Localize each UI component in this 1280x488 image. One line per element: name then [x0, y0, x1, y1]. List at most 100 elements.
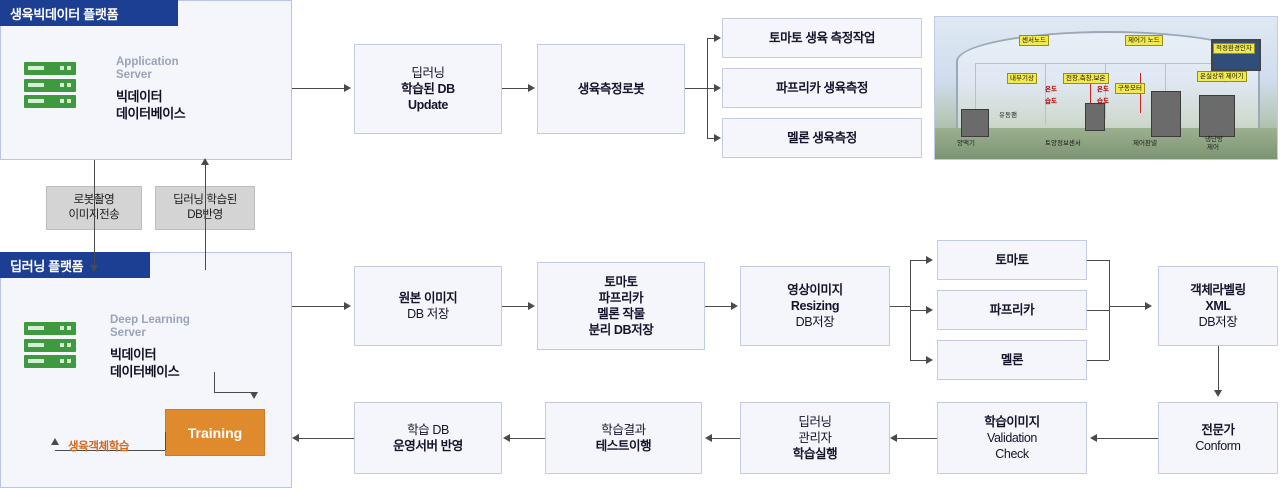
xml-to-expert-arrow [1214, 390, 1222, 397]
db-update-line-2: Update [408, 98, 448, 112]
photo-label-humidity-2: 습도 [1097, 97, 1109, 105]
growth-server-name-line1: 빅데이터 [116, 89, 163, 104]
db-update-to-robot-line [502, 88, 528, 90]
expert-to-validation-line [1097, 438, 1158, 440]
growth-robot-box[interactable]: 생육측정로봇 [537, 44, 685, 134]
resizing-branch-to-paprika-arrow [926, 306, 933, 314]
crop-to-resizing-line [705, 306, 731, 308]
xml-line-1: XML [1205, 299, 1231, 313]
train-db-deploy-box[interactable]: 학습 DB 운영서버 반영 [354, 402, 502, 474]
deep-platform-title: 딥러닝 플랫폼 [0, 252, 150, 278]
robot-branch-to-tomato-arrow [714, 34, 721, 42]
melon-line-0: 멜론 [1000, 353, 1024, 367]
original-image-db-box[interactable]: 원본 이미지 DB 저장 [354, 266, 502, 346]
deploy-line-0: 학습 DB [407, 423, 449, 437]
paprika-measure-line-0: 파프리카 생육측정 [776, 81, 868, 95]
training-image-validation-box[interactable]: 학습이미지 Validation Check [937, 402, 1087, 474]
tomato-measure-box[interactable]: 토마토 생육 측정작업 [722, 18, 922, 58]
original-image-db-line-0: 원본 이미지 [398, 291, 458, 305]
deep-server-name-line1: 빅데이터 [110, 347, 157, 362]
growth-panel-to-db-update-arrow [344, 84, 351, 92]
photo-label-temp-1: 온도 [1045, 85, 1057, 93]
test-line-0: 학습결과 [601, 423, 646, 437]
growth-object-learning-label: 생육객체학습 [68, 441, 130, 453]
deep-server-label-line1: Deep Learning [110, 314, 190, 326]
image-resizing-box[interactable]: 영상이미지 Resizing DB저장 [740, 266, 890, 346]
growth-to-deep-arrowhead [90, 265, 98, 272]
original-image-db-line-1: DB 저장 [407, 307, 449, 321]
validation-to-train-arrow [890, 434, 897, 442]
robot-branch-to-melon-arrow [714, 134, 721, 142]
resizing-branch-to-tomato-arrow [926, 256, 933, 264]
train-run-line-1: 관리자 [798, 431, 832, 445]
object-labeling-xml-box[interactable]: 객체라벨링 XML DB저장 [1158, 266, 1278, 346]
robot-branch-line [685, 88, 707, 90]
photo-label-hvac: 냉난방 [1205, 135, 1223, 143]
training-loop-vline [165, 432, 167, 450]
resizing-branch-line [890, 306, 910, 308]
train-run-line-2: 학습실행 [792, 447, 838, 461]
growth-robot-line-0: 생육측정로봇 [577, 82, 645, 96]
paprika-merge-line [1087, 310, 1109, 312]
train-result-test-box[interactable]: 학습결과 테스트이행 [545, 402, 702, 474]
validation-to-train-line [897, 438, 937, 440]
server-rack-icon [24, 62, 76, 108]
deep-panel-to-original-line [292, 306, 344, 308]
robot-branch-to-melon [707, 138, 717, 140]
train-run-line-0: 딥러닝 [798, 415, 832, 429]
merge-vline [1109, 260, 1111, 360]
deep-to-growth-line [205, 165, 207, 270]
db-update-to-robot-arrow [528, 84, 535, 92]
training-loop-hline [55, 450, 165, 452]
validation-line-2: Check [995, 447, 1029, 461]
merge-to-xml-arrow [1145, 302, 1152, 310]
melon-measure-line-0: 멜론 생육측정 [787, 131, 857, 145]
train-to-test-line [712, 438, 740, 440]
photo-label-nutrient-machine: 양액기 [957, 139, 975, 147]
deep-server-name: 빅데이터 데이터베이스 [110, 346, 280, 380]
xml-line-2: DB저장 [1198, 315, 1238, 329]
robot-branch-to-tomato [707, 38, 717, 40]
paprika-measure-box[interactable]: 파프리카 생육측정 [722, 68, 922, 108]
deep-server-name-line2: 데이터베이스 [110, 364, 180, 379]
crop-split-line-1: 파프리카 [598, 291, 644, 305]
deep-to-growth-arrowhead [201, 158, 209, 165]
test-line-1: 테스트이행 [595, 439, 652, 453]
deploy-line-1: 운영서버 반영 [393, 439, 463, 453]
resizing-branch-to-tomato [910, 260, 928, 262]
xml-line-0: 객체라벨링 [1190, 283, 1246, 297]
growth-server-name-line2: 데이터베이스 [116, 106, 186, 121]
validation-line-1: Validation [987, 431, 1037, 445]
tomato-measure-line-0: 토마토 생육 측정작업 [768, 31, 876, 45]
paprika-box[interactable]: 파프리카 [937, 290, 1087, 330]
deep-learning-train-run-box[interactable]: 딥러닝 관리자 학습실행 [740, 402, 890, 474]
melon-box[interactable]: 멜론 [937, 340, 1087, 380]
train-to-test-arrow [705, 434, 712, 442]
greenhouse-sensor-diagram: 센서노드 제어기 노드 내부기상 천창,측창,보온 구동모터 온실상위 제어기 … [934, 16, 1278, 160]
deep-server-label-line2: Server [110, 327, 146, 339]
db-update-line-0: 딥러닝 [411, 66, 445, 80]
db-to-training-arrowhead [250, 392, 258, 399]
photo-label-greenhouse-controller: 온실상위 제어기 [1197, 71, 1247, 82]
tomato-merge-line [1087, 260, 1109, 262]
growth-platform-title: 생육빅데이터 플랫폼 [0, 0, 178, 26]
server-rack-icon-deep [24, 322, 76, 368]
photo-label-soil-sensor: 토양정보센서 [1045, 139, 1081, 147]
tomato-line-0: 토마토 [995, 253, 1029, 267]
resizing-branch-to-melon [910, 360, 928, 362]
db-update-box[interactable]: 딥러닝 학습된 DB Update [354, 44, 502, 134]
growth-panel-to-db-update-line [292, 88, 344, 90]
photo-label-temp-2: 온도 [1097, 85, 1109, 93]
photo-label-humidity-1: 습도 [1045, 97, 1057, 105]
photo-label-control-panel: 제어판넬 [1133, 139, 1157, 147]
photo-label-control: 제어 [1207, 143, 1219, 151]
growth-server-label-line1: Application [116, 56, 179, 68]
crop-split-db-box[interactable]: 토마토 파프리카 멜론 작물 분리 DB저장 [537, 262, 705, 350]
tomato-box[interactable]: 토마토 [937, 240, 1087, 280]
melon-measure-box[interactable]: 멜론 생육측정 [722, 118, 922, 158]
deploy-to-panel-arrow [292, 434, 299, 442]
growth-server-label: Application Server [116, 56, 276, 82]
training-box[interactable]: Training [165, 409, 265, 456]
expert-conform-box[interactable]: 전문가 Conform [1158, 402, 1278, 474]
photo-label-circulation-fan: 유동팬 [999, 111, 1017, 119]
